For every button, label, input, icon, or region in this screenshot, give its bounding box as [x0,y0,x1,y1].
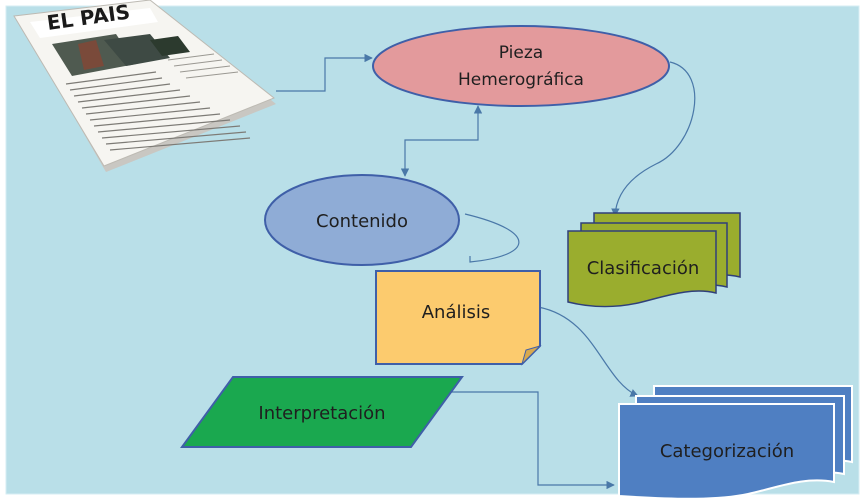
connector-interpretacion-categorizacion [440,391,615,490]
connector-pieza-clasificacion [611,61,696,217]
interpretacion-label: Interpretación [258,403,385,424]
connector-newspaper-pieza [276,53,373,92]
clasificacion-label: Clasificación [587,258,700,279]
node-clasificacion: Clasificación [567,212,741,308]
connector-analisis-categorizacion [537,306,639,397]
analisis-label: Análisis [422,302,491,323]
node-analisis: Análisis [375,270,542,366]
pieza-label-line1: Pieza [499,43,543,63]
newspaper-image: EL PAIS [13,0,276,172]
connector-pieza-contenido [400,105,483,177]
node-pieza-hemerografica: Pieza Hemerográfica [372,25,670,107]
pieza-label-line2: Hemerográfica [458,70,584,90]
node-contenido: Contenido [264,174,460,266]
connectors [276,53,696,490]
categorizacion-label: Categorización [660,441,794,462]
node-categorizacion: Categorización [618,385,853,500]
node-interpretacion: Interpretación [180,376,464,448]
connector-contenido-scribble [464,213,520,263]
contenido-label: Contenido [316,211,408,232]
